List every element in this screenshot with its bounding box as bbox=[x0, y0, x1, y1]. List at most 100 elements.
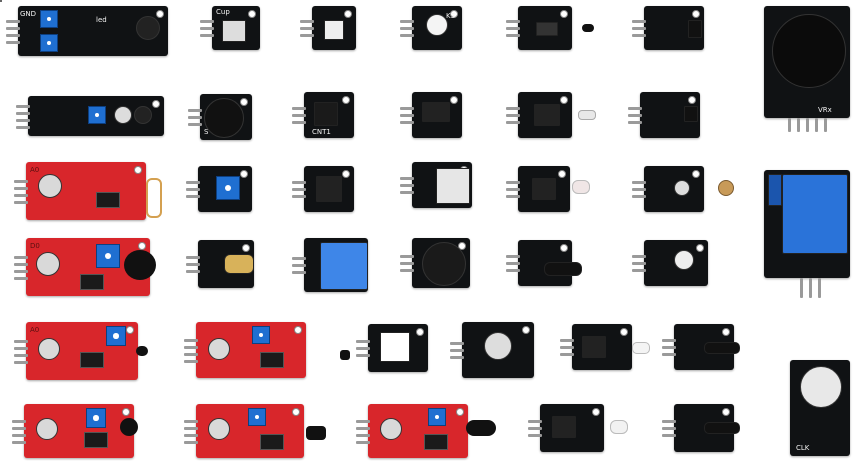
header-pin bbox=[12, 419, 26, 423]
touch-module bbox=[368, 324, 428, 372]
header-pin bbox=[632, 27, 646, 30]
header-pin bbox=[12, 433, 26, 437]
header-pin bbox=[6, 26, 20, 30]
header-pin bbox=[400, 34, 414, 37]
header-pin bbox=[400, 20, 414, 23]
potentiometer bbox=[252, 326, 270, 344]
header-pin bbox=[14, 346, 28, 350]
header-pin bbox=[184, 345, 198, 349]
header-pin bbox=[824, 118, 827, 132]
relay-module bbox=[764, 170, 850, 278]
header-pin bbox=[356, 440, 370, 444]
header-pin bbox=[506, 255, 520, 258]
mounting-hole bbox=[240, 170, 248, 178]
ir-receiver bbox=[136, 16, 160, 40]
header-pin bbox=[400, 255, 414, 258]
potentiometer bbox=[86, 408, 106, 428]
header-pin bbox=[800, 278, 803, 298]
header-pin bbox=[560, 339, 574, 342]
mounting-hole bbox=[344, 10, 352, 18]
mounting-hole bbox=[722, 408, 730, 416]
header-pin bbox=[400, 191, 414, 194]
placeholder bbox=[0, 0, 2, 2]
dual-led-module bbox=[518, 166, 570, 212]
header-pin bbox=[16, 118, 30, 122]
header-pin bbox=[184, 338, 198, 342]
reed-switch-module: A0 bbox=[26, 162, 146, 220]
mounting-hole bbox=[294, 326, 302, 334]
header-pin bbox=[506, 262, 520, 265]
header-pin bbox=[12, 426, 26, 430]
header-pin bbox=[184, 419, 198, 423]
color-led-module: KS bbox=[412, 6, 462, 50]
ir-led bbox=[114, 106, 132, 124]
mounting-hole bbox=[620, 328, 628, 336]
dht11-sensor bbox=[320, 242, 368, 290]
header-pin bbox=[300, 34, 314, 37]
pot-silver bbox=[380, 418, 402, 440]
two-color-led bbox=[572, 180, 590, 194]
terminal-block bbox=[768, 174, 782, 206]
header-pin bbox=[662, 420, 676, 423]
flame-sensor bbox=[136, 346, 148, 356]
mounting-hole bbox=[134, 166, 142, 174]
header-pin bbox=[200, 27, 214, 30]
shock-module bbox=[518, 240, 582, 286]
header-pin bbox=[292, 121, 306, 124]
header-pin bbox=[506, 188, 520, 191]
pot-silver bbox=[36, 252, 60, 276]
header-pin bbox=[528, 434, 542, 437]
mercury-tilt-module bbox=[674, 324, 740, 370]
a0-label: A0 bbox=[30, 166, 40, 174]
header-pin bbox=[292, 257, 306, 260]
button-module bbox=[304, 166, 354, 212]
header-pin bbox=[186, 188, 200, 191]
tilt-switch bbox=[422, 102, 450, 122]
ir-led bbox=[578, 110, 596, 120]
mounting-hole bbox=[560, 96, 568, 104]
potentiometer bbox=[40, 34, 58, 52]
cup-label: Cup bbox=[216, 8, 230, 16]
hall-sensor bbox=[684, 106, 698, 122]
mounting-hole bbox=[456, 408, 464, 416]
laser-module bbox=[198, 240, 254, 288]
joystick-module: VRx bbox=[764, 6, 850, 118]
relay-block bbox=[782, 174, 848, 254]
gnd-label: GND bbox=[20, 10, 37, 18]
photoresistor-module bbox=[644, 166, 704, 212]
potentiometer bbox=[96, 244, 120, 268]
header-pin bbox=[632, 188, 646, 191]
dht11-module bbox=[304, 238, 368, 292]
header-pin bbox=[628, 107, 642, 110]
round-led bbox=[426, 14, 448, 36]
header-pin bbox=[200, 20, 214, 23]
ic-chip bbox=[260, 352, 284, 368]
thermistor bbox=[340, 350, 350, 360]
mounting-hole bbox=[692, 10, 700, 18]
line-tracker-module bbox=[28, 96, 164, 136]
tilt-cylinder bbox=[704, 342, 740, 354]
header-pin bbox=[292, 114, 306, 117]
header-pin bbox=[400, 269, 414, 272]
buzzer-body bbox=[204, 98, 244, 138]
flame-module: A0 bbox=[26, 322, 138, 380]
header-pin bbox=[6, 19, 20, 23]
header-pin bbox=[400, 262, 414, 265]
header-pin bbox=[632, 181, 646, 184]
mounting-hole bbox=[122, 408, 130, 416]
header-pin bbox=[356, 354, 370, 357]
header-pin bbox=[188, 116, 202, 119]
buzzer-module: S bbox=[200, 94, 252, 140]
smd-led bbox=[324, 20, 344, 40]
component bbox=[532, 178, 556, 200]
header-pin bbox=[14, 360, 28, 364]
led-round bbox=[674, 180, 690, 196]
hall-cylinder bbox=[306, 426, 326, 440]
hall-analog-module bbox=[196, 404, 304, 458]
ic-chip bbox=[260, 434, 284, 450]
white-component bbox=[222, 20, 246, 42]
component bbox=[536, 22, 558, 36]
clk-label: CLK bbox=[796, 444, 810, 452]
buzzer-round bbox=[422, 242, 466, 286]
mounting-hole bbox=[242, 244, 250, 252]
